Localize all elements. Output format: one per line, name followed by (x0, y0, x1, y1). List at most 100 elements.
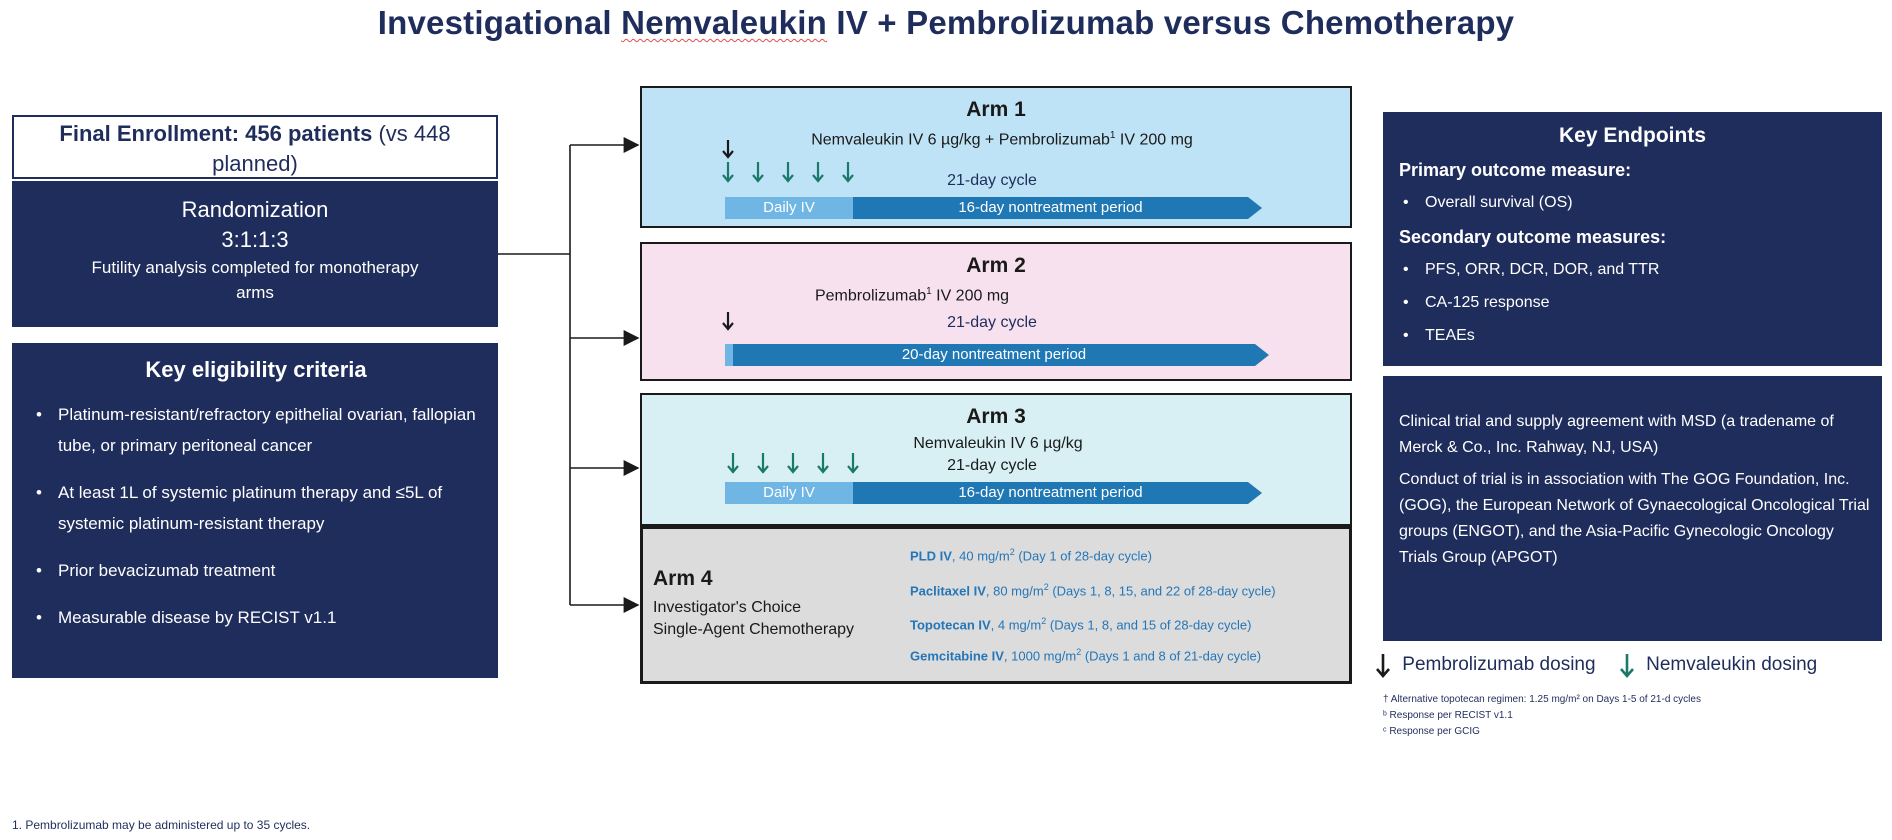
primary-outcome-list: Overall survival (OS) (1399, 191, 1866, 215)
arm2-regimen: Pembrolizumab1 IV 200 mg (642, 286, 1182, 305)
primary-outcome-heading: Primary outcome measure: (1399, 160, 1632, 180)
arm1-box: Arm 1 Nemvaleukin IV 6 µg/kg + Pembroliz… (640, 86, 1352, 228)
eligibility-item: Prior bevacizumab treatment (32, 555, 480, 586)
pembro-legend-arrow-icon (1376, 654, 1390, 678)
arm2-footnote-mark: 1 (926, 286, 932, 297)
secondary-outcome-item: PFS, ORR, DCR, DOR, and TTR (1399, 258, 1866, 282)
secondary-outcome-item: TEAEs (1399, 324, 1866, 348)
chemo-schedule: (Days 1 and 8 of 21-day cycle) (1081, 648, 1262, 664)
secondary-outcome-list: PFS, ORR, DCR, DOR, and TTR CA-125 respo… (1399, 258, 1866, 348)
chemo-regimen-gemcitabine: Gemcitabine IV, 1000 mg/m2 (Days 1 and 8… (910, 647, 1261, 663)
pembrolizumab-cycle-footnote: 1. Pembrolizumab may be administered up … (12, 818, 311, 832)
enrollment-count: Final Enrollment: 456 patients (59, 121, 373, 146)
title-suffix: IV + Pembrolizumab versus Chemotherapy (826, 4, 1515, 41)
arm2-timeline-bar: 20-day nontreatment period (725, 344, 1269, 366)
arm1-drug-b: IV 200 mg (1115, 131, 1193, 149)
chemo-regimen-paclitaxel: Paclitaxel IV, 80 mg/m2 (Days 1, 8, 15, … (910, 582, 1276, 598)
arm3-bar-arrowhead-icon (1248, 482, 1262, 504)
chemo-drug: Gemcitabine IV (910, 648, 1004, 664)
chemo-regimen-pld: PLD IV, 40 mg/m2 (Day 1 of 28-day cycle) (910, 547, 1152, 563)
eligibility-item: Platinum-resistant/refractory epithelial… (32, 399, 480, 461)
agreement-partners: Conduct of trial is in association with … (1399, 471, 1870, 566)
title-underlined: Nemvaleukin (621, 4, 827, 41)
eligibility-list: Platinum-resistant/refractory epithelial… (32, 399, 480, 633)
arm2-drug-a: Pembrolizumab (814, 287, 927, 305)
chemo-schedule: (Day 1 of 28-day cycle) (1014, 548, 1152, 564)
randomization-box: Randomization 3:1:1:3 Futility analysis … (12, 181, 498, 327)
arm2-nontreatment-segment: 20-day nontreatment period (733, 344, 1255, 366)
arm2-title: Arm 2 (966, 254, 1026, 277)
chemo-drug: Paclitaxel IV (910, 583, 986, 599)
secondary-outcome-item: CA-125 response (1399, 291, 1866, 315)
arm1-timeline-bar: Daily IV 16-day nontreatment period (725, 197, 1262, 219)
enrollment-planned: (vs 448 planned) (212, 121, 451, 176)
arm3-title: Arm 3 (966, 405, 1026, 428)
eligibility-item: Measurable disease by RECIST v1.1 (32, 602, 480, 633)
arm2-dose-day-segment (725, 344, 733, 366)
arm1-bar-arrowhead-icon (1248, 197, 1262, 219)
arm1-regimen: Nemvaleukin IV 6 µg/kg + Pembrolizumab1 … (702, 130, 1302, 149)
arm1-dosing-arrows (722, 140, 854, 183)
arm1-drug-a: Nemvaleukin IV 6 µg/kg + Pembrolizumab (811, 131, 1110, 149)
primary-outcome-item: Overall survival (OS) (1399, 191, 1866, 215)
arm1-daily-iv-segment: Daily IV (725, 197, 853, 219)
arm3-nontreatment-segment: 16-day nontreatment period (853, 482, 1248, 504)
eligibility-item: At least 1L of systemic platinum therapy… (32, 477, 480, 539)
arm3-timeline-bar: Daily IV 16-day nontreatment period (725, 482, 1262, 504)
title-prefix: Investigational (377, 4, 622, 41)
chemo-dose-unit-sup: 2 (1076, 647, 1082, 657)
nemva-dose-arrows-icon (722, 162, 854, 183)
chemo-schedule: (Days 1, 8, 15, and 22 of 28-day cycle) (1048, 583, 1276, 599)
chemo-dose: , 4 mg/m (990, 617, 1042, 633)
enrollment-box: Final Enrollment: 456 patients (vs 448 p… (12, 115, 498, 179)
nemva-dose-arrows-icon (727, 453, 859, 474)
footnote-recist: ᵇ Response per RECIST v1.1 (1383, 710, 1513, 721)
arm4-subtitle-line2: Single-Agent Chemotherapy (653, 621, 855, 638)
arm2-cycle-label: 21-day cycle (947, 314, 1037, 331)
eligibility-box: Key eligibility criteria Platinum-resist… (12, 343, 498, 678)
secondary-outcome-heading: Secondary outcome measures: (1399, 227, 1667, 247)
chemo-regimen-topotecan: Topotecan IV, 4 mg/m2 (Days 1, 8, and 15… (910, 616, 1251, 632)
chemo-drug: PLD IV (910, 548, 952, 564)
pembro-dose-arrow-icon (722, 140, 734, 159)
arm4-subtitle: Investigator's Choice Single-Agent Chemo… (653, 597, 854, 641)
chemo-dose: , 80 mg/m (985, 583, 1044, 599)
arm4-title: Arm 4 (653, 567, 713, 590)
chemo-dose: , 40 mg/m (951, 548, 1010, 564)
chemo-dose: , 1000 mg/m (1003, 648, 1077, 664)
arm4-box: Arm 4 Investigator's Choice Single-Agent… (640, 526, 1352, 684)
arm1-cycle-label: 21-day cycle (947, 172, 1037, 189)
arm1-footnote-mark: 1 (1109, 130, 1116, 141)
nemva-legend-label: Nemvaleukin dosing (1646, 654, 1818, 675)
arm3-daily-iv-segment: Daily IV (725, 482, 853, 504)
arm4-subtitle-line1: Investigator's Choice (653, 599, 802, 616)
randomization-ratio: 3:1:1:3 (221, 227, 289, 252)
pembro-dose-arrow-icon (722, 312, 734, 331)
page-title: Investigational Nemvaleukin IV + Pembrol… (0, 4, 1892, 42)
randomization-connector (498, 137, 640, 613)
pembro-legend-label: Pembrolizumab dosing (1402, 654, 1596, 675)
chemo-dose-unit-sup: 2 (1043, 582, 1049, 592)
randomization-label: Randomization (181, 197, 329, 222)
arm2-box: Arm 2 Pembrolizumab1 IV 200 mg 21-day cy… (640, 242, 1352, 381)
footnote-gcig: ᶜ Response per GCIG (1383, 726, 1480, 737)
endpoints-heading: Key Endpoints (1558, 124, 1706, 147)
chemo-drug: Topotecan IV (910, 617, 991, 633)
eligibility-heading: Key eligibility criteria (145, 357, 367, 382)
arm3-box: Arm 3 Nemvaleukin IV 6 µg/kg 21-day cycl… (640, 393, 1352, 526)
footnote-topotecan: † Alternative topotecan regimen: 1.25 mg… (1383, 694, 1701, 705)
chemo-dose-unit-sup: 2 (1041, 616, 1047, 626)
arm3-regimen: Nemvaleukin IV 6 µg/kg (913, 435, 1083, 452)
agreement-box: Clinical trial and supply agreement with… (1383, 376, 1882, 641)
arm2-bar-arrowhead-icon (1255, 344, 1269, 366)
arm3-cycle-label: 21-day cycle (947, 457, 1037, 474)
arm1-nontreatment-segment: 16-day nontreatment period (853, 197, 1248, 219)
arm1-title: Arm 1 (966, 98, 1026, 121)
endpoints-box: Key Endpoints Primary outcome measure: O… (1383, 112, 1882, 366)
agreement-msd: Clinical trial and supply agreement with… (1399, 413, 1834, 456)
arm2-drug-b: IV 200 mg (931, 287, 1010, 305)
chemo-schedule: (Days 1, 8, and 15 of 28-day cycle) (1046, 617, 1252, 633)
chemo-dose-unit-sup: 2 (1009, 547, 1015, 557)
nemva-legend-arrow-icon (1619, 654, 1634, 678)
dosing-legend: Pembrolizumab dosing Nemvaleukin dosing (1375, 651, 1892, 683)
